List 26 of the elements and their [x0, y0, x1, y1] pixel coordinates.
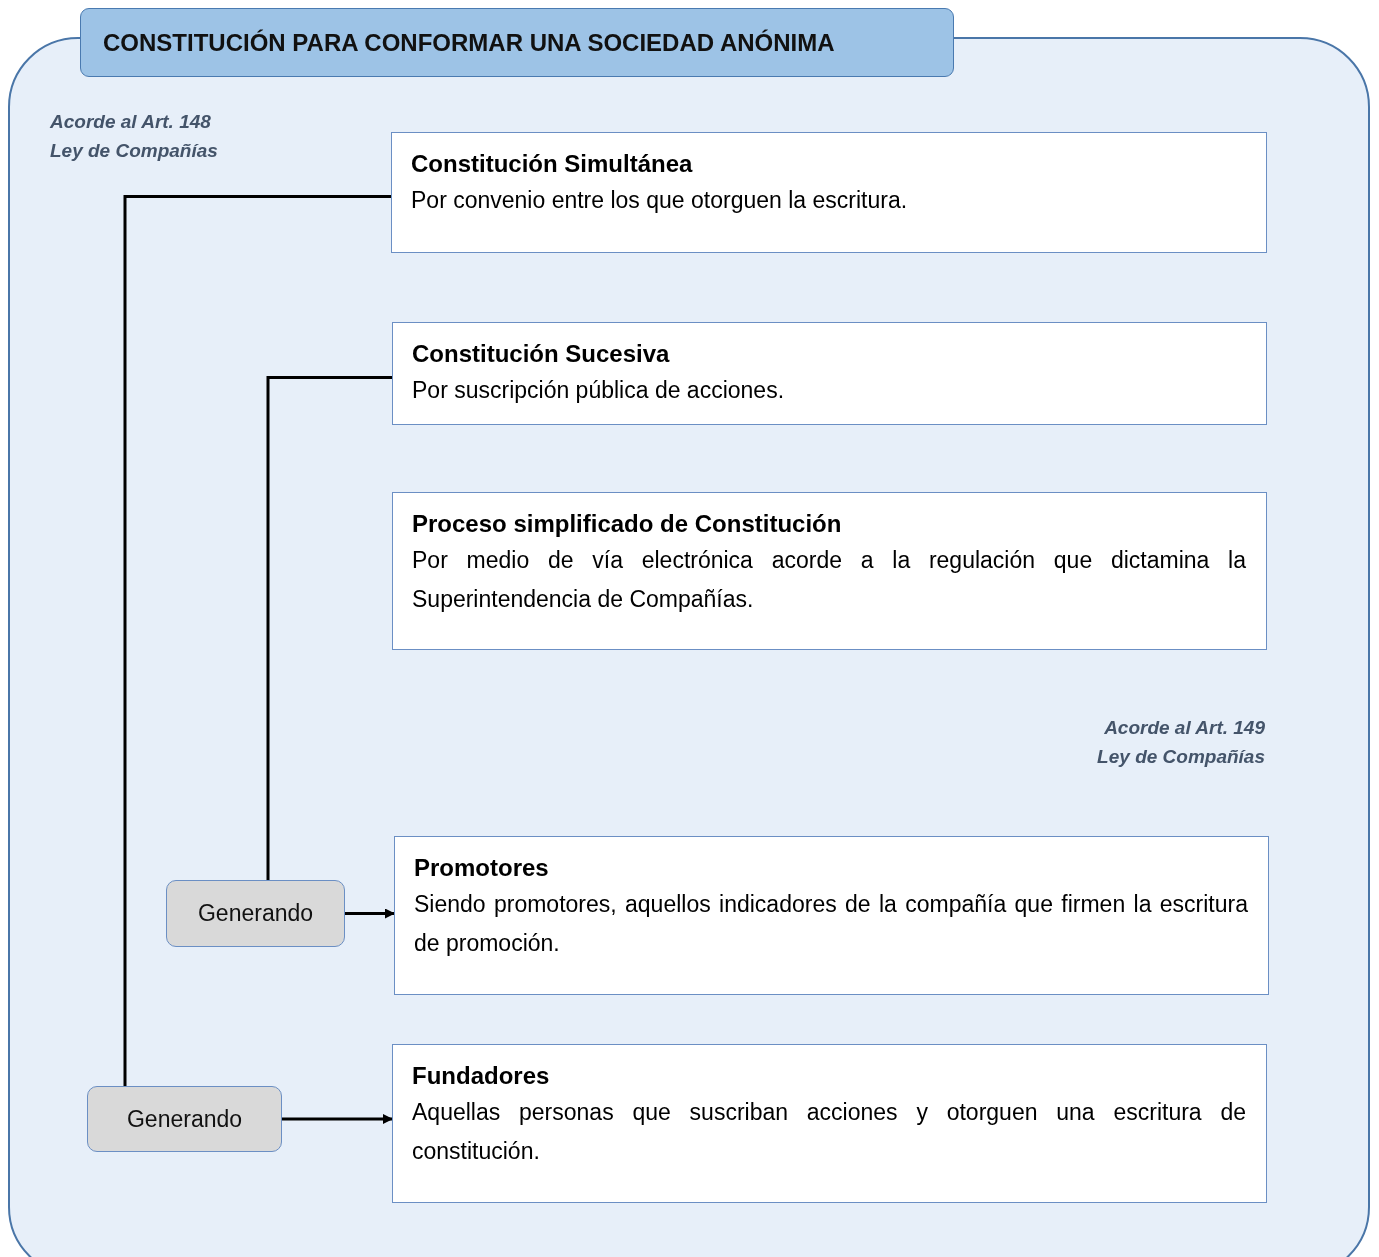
- card-heading: Proceso simplificado de Constitución: [412, 509, 843, 539]
- reference-note: Ley de Compañías: [50, 139, 218, 163]
- card-description: Aquellas personas que suscriban acciones y otorguen una escritura de constitución.: [412, 1098, 1246, 1166]
- text-card: [392, 1044, 1267, 1203]
- card-description: Por medio de vía electrónica acorde a la regulación que dictamina la Superintendencia de Compañías.: [412, 546, 1246, 614]
- text-card: [394, 836, 1269, 995]
- card-heading: Promotores: [414, 853, 550, 883]
- process-box: Generando: [166, 880, 345, 947]
- connector-line: [266, 376, 392, 880]
- card-description: Siendo promotores, aquellos indicadores de la compañía que firmen la escritura de promoción.: [414, 890, 1248, 958]
- reference-note: Acorde al Art. 148: [50, 110, 211, 134]
- card-description: Por suscripción pública de acciones.: [412, 376, 786, 405]
- text-card: [392, 492, 1267, 650]
- connector-line: [123, 195, 391, 1086]
- process-box: Generando: [87, 1086, 282, 1152]
- text-card: [392, 322, 1267, 425]
- card-description: Por convenio entre los que otorguen la escritura.: [411, 186, 909, 215]
- card-heading: Constitución Sucesiva: [412, 339, 671, 369]
- reference-note: Acorde al Art. 149: [1104, 716, 1265, 740]
- title-banner: CONSTITUCIÓN PARA CONFORMAR UNA SOCIEDAD ANÓNIMA: [80, 8, 954, 77]
- card-heading: Fundadores: [412, 1061, 551, 1091]
- card-heading: Constitución Simultánea: [411, 149, 694, 179]
- text-card: [391, 132, 1267, 253]
- arrow: [282, 1114, 393, 1124]
- arrow: [345, 908, 395, 919]
- reference-note: Ley de Compañías: [1097, 745, 1265, 769]
